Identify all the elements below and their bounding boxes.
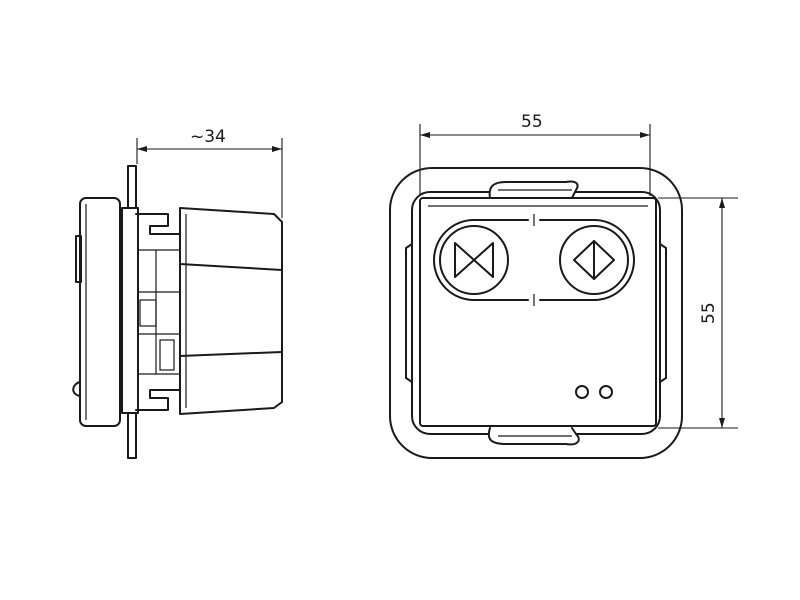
indicator-led-1: [575, 385, 589, 399]
indicator-led-2: [599, 385, 613, 399]
up-arrows-icon[interactable]: [559, 225, 629, 295]
button-surround-right: [539, 219, 635, 301]
side-view: [72, 165, 283, 459]
height-dimension-label: 55: [699, 302, 719, 324]
side-front-nub-top: [75, 235, 82, 283]
depth-dimension: ~34: [136, 127, 283, 218]
side-clip-bottom: [135, 389, 181, 411]
side-front-pin: [72, 381, 81, 397]
down-arrows-icon[interactable]: [439, 225, 509, 295]
front-view: [389, 167, 683, 459]
side-clip-top: [135, 213, 181, 235]
width-dimension-label: 55: [521, 112, 543, 132]
depth-dimension-label: ~34: [190, 127, 226, 147]
button-surround-left: [433, 219, 529, 301]
side-cover-plate: [79, 197, 121, 427]
height-dimension: 55: [658, 197, 738, 429]
side-back-housing: [179, 207, 283, 415]
width-dimension: 55: [419, 112, 651, 196]
side-insert-collar: [121, 207, 139, 414]
